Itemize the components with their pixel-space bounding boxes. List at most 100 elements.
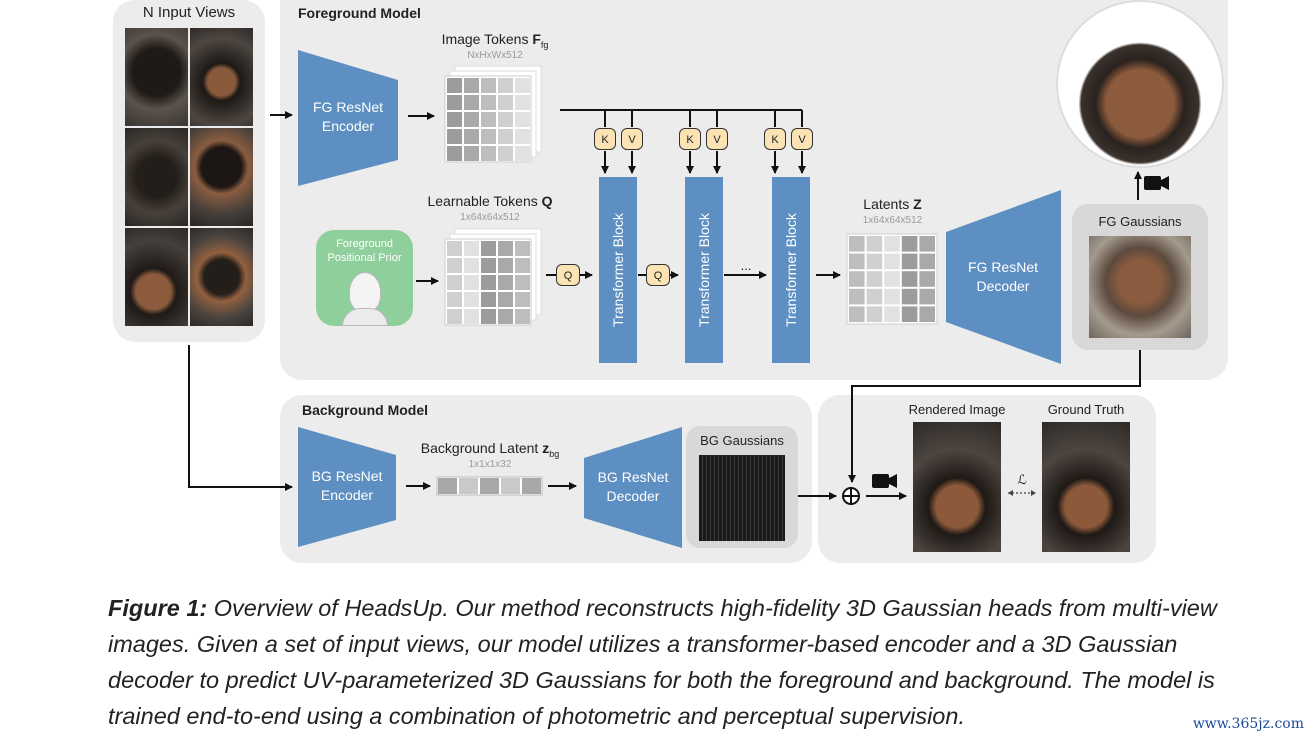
value-token: V — [621, 128, 643, 150]
token-cell — [515, 95, 530, 110]
token-cell — [901, 253, 918, 270]
bg-gaussians-image — [699, 455, 785, 541]
token-cell — [515, 78, 530, 93]
token-cell — [498, 146, 513, 161]
input-views-title: N Input Views — [142, 4, 236, 21]
bg-latent-label: Background Latent zbg — [420, 440, 560, 459]
latent-cell — [501, 478, 520, 494]
token-cell — [866, 288, 883, 305]
token-cell — [447, 95, 462, 110]
token-cell — [447, 146, 462, 161]
token-cell — [884, 271, 900, 287]
token-cell — [919, 253, 935, 270]
neck-mesh-icon — [342, 308, 388, 326]
token-cell — [515, 258, 530, 273]
latents-dims: 1x64x64x512 — [862, 215, 923, 226]
transformer-block: Transformer Block — [599, 177, 637, 363]
token-cell — [919, 288, 935, 305]
token-cell — [901, 271, 918, 287]
token-cell — [849, 253, 865, 270]
token-cell — [481, 78, 496, 93]
token-cell — [884, 236, 900, 252]
ground-truth-image — [1042, 422, 1130, 552]
token-cell — [447, 275, 462, 290]
token-cell — [447, 309, 462, 324]
latents-label: Latents Z — [863, 196, 922, 212]
head-mesh-icon — [349, 272, 381, 312]
token-cell — [498, 292, 513, 307]
token-cell — [481, 241, 496, 256]
ground-truth-label: Ground Truth — [1047, 402, 1125, 417]
token-cell — [464, 258, 479, 273]
token-cell — [447, 292, 462, 307]
token-cell — [447, 241, 462, 256]
input-view-image — [190, 128, 253, 226]
token-cell — [849, 306, 865, 322]
token-cell — [498, 78, 513, 93]
token-cell — [866, 236, 883, 252]
rendered-image — [913, 422, 1001, 552]
token-cell — [919, 271, 935, 287]
camera-icon — [1144, 176, 1169, 190]
ellipsis: ... — [740, 258, 752, 273]
token-cell — [447, 78, 462, 93]
watermark: www.365jz.com — [1192, 716, 1304, 732]
latent-cell — [438, 478, 457, 494]
prior-label-line2: Positional Prior — [327, 252, 402, 264]
token-cell — [498, 95, 513, 110]
fg-gaussians-box: FG Gaussians — [1072, 204, 1208, 350]
token-cell — [498, 258, 513, 273]
transformer-block: Transformer Block — [685, 177, 723, 363]
token-cell — [447, 129, 462, 144]
token-cell — [919, 306, 935, 322]
input-view-image — [190, 28, 253, 126]
token-cell — [464, 78, 479, 93]
rendered-image-label: Rendered Image — [908, 402, 1006, 417]
image-tokens-label: Image Tokens Ffg — [441, 31, 549, 50]
token-cell — [866, 253, 883, 270]
transformer-block: Transformer Block — [772, 177, 810, 363]
fg-gaussians-image — [1089, 236, 1191, 338]
token-cell — [464, 292, 479, 307]
token-cell — [464, 146, 479, 161]
token-cell — [884, 288, 900, 305]
token-cell — [481, 292, 496, 307]
key-token: K — [679, 128, 701, 150]
token-cell — [884, 253, 900, 270]
key-token: K — [594, 128, 616, 150]
token-cell — [481, 275, 496, 290]
foreground-model-title: Foreground Model — [298, 5, 421, 21]
input-view-image — [125, 228, 188, 326]
fg-encoder-shape — [298, 50, 398, 186]
input-view-image — [125, 128, 188, 226]
token-cell — [464, 309, 479, 324]
token-cell — [498, 129, 513, 144]
token-cell — [464, 241, 479, 256]
token-cell — [481, 258, 496, 273]
loss-symbol: ℒ — [1017, 472, 1027, 487]
input-view-image — [190, 228, 253, 326]
image-tokens-dims: NxHxWx512 — [467, 50, 523, 61]
token-cell — [464, 275, 479, 290]
token-cell — [866, 306, 883, 322]
token-cell — [481, 146, 496, 161]
bg-encoder-shape — [298, 427, 396, 547]
bg-gaussians-box: BG Gaussians — [686, 426, 798, 548]
input-views-grid — [125, 28, 253, 326]
token-cell — [515, 292, 530, 307]
learnable-tokens-dims: 1x64x64x512 — [460, 212, 520, 223]
fg-gaussians-label: FG Gaussians — [1098, 214, 1182, 229]
value-token: V — [791, 128, 813, 150]
latent-cell — [459, 478, 478, 494]
token-cell — [515, 309, 530, 324]
token-cell — [884, 306, 900, 322]
bg-decoder-shape — [584, 427, 682, 548]
caption-label: Figure 1: — [108, 595, 208, 621]
token-cell — [447, 258, 462, 273]
token-cell — [498, 275, 513, 290]
query-token: Q — [646, 264, 670, 286]
